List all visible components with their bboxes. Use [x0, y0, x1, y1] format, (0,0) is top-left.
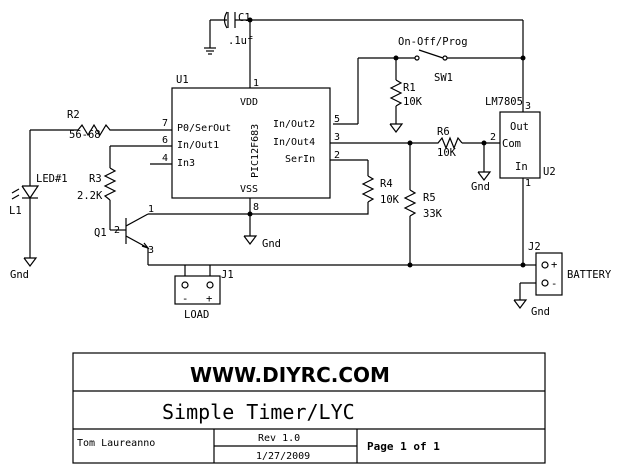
author: Tom Laureanno: [77, 438, 155, 449]
switch-sw1: On-Off/Prog SW1: [358, 36, 526, 84]
revision: Rev 1.0: [258, 433, 300, 444]
gnd-label: Gnd: [10, 269, 29, 281]
r2-value: 56-68: [69, 129, 101, 141]
gnd-label: Gnd: [262, 238, 281, 250]
led-ref: LED#1: [36, 173, 68, 185]
u1-pin-vss: VSS: [240, 184, 258, 195]
j2-label: BATTERY: [567, 269, 612, 281]
u1-pin-io1: In/Out1: [177, 140, 219, 151]
capacitor-c1: C1 .1uf: [204, 11, 253, 55]
j2-plus: +: [551, 259, 557, 271]
r5-ref: R5: [423, 192, 436, 204]
page-number: Page 1 of 1: [367, 440, 440, 453]
u2-part: LM7805: [485, 96, 523, 108]
u1-pin-number: 3: [334, 132, 340, 143]
title-block: WWW.DIYRC.COM Simple Timer/LYC Tom Laure…: [72, 352, 546, 464]
resistor-r3: R3 2.2K: [77, 146, 126, 231]
resistor-r2: R2 56-68: [30, 109, 152, 141]
j1-ref: J1: [221, 269, 234, 281]
r6-value: 10K: [437, 147, 457, 159]
r5-value: 33K: [423, 208, 443, 220]
resistor-r6: R6 10K Gnd: [410, 126, 500, 193]
u1-ref: U1: [176, 74, 189, 86]
u1-pin-in3: In3: [177, 158, 195, 169]
q1-pin-number: 3: [148, 245, 154, 256]
j1-plus: +: [206, 293, 212, 305]
gnd-u1: Gnd: [243, 235, 281, 250]
resistor-r1: R1 10K: [389, 55, 423, 133]
j2-ref: J2: [528, 241, 541, 253]
date: 1/27/2009: [256, 451, 310, 462]
u1-pin-p0: P0/SerOut: [177, 123, 231, 134]
u2-pin-number: 1: [525, 178, 531, 189]
led-1: LED#1 L1 Gnd: [9, 130, 68, 281]
c1-ref: C1: [238, 12, 251, 24]
led-alt: L1: [9, 205, 22, 217]
r6-ref: R6: [437, 126, 450, 138]
u1-pin-io2: In/Out2: [273, 119, 315, 130]
u2-pin-number: 2: [490, 132, 496, 143]
u1-pin-number: 8: [253, 202, 259, 213]
connector-j2-battery: + - J2 BATTERY Gnd: [513, 241, 612, 318]
ic-u1: U1 VDD VSS P0/SerOut In/Out1 In3 In/Out2…: [162, 74, 340, 213]
u2-pin-in: In: [515, 161, 528, 173]
u1-pin-number: 1: [253, 78, 259, 89]
gnd-label: Gnd: [531, 306, 550, 318]
c1-value: .1uf: [228, 35, 253, 47]
u1-part: PIC12F683: [250, 124, 261, 178]
u2-pin-number: 3: [525, 101, 531, 112]
resistor-r5: R5 33K: [403, 140, 443, 268]
u1-pin-number: 7: [162, 118, 168, 129]
j1-minus: -: [182, 293, 188, 305]
r1-value: 10K: [403, 96, 423, 108]
website-title: WWW.DIYRC.COM: [190, 363, 390, 387]
u2-pin-com: Com: [502, 138, 521, 150]
connector-j1-load: - + J1 LOAD: [174, 265, 234, 321]
u2-pin-out: Out: [510, 121, 529, 133]
gnd-label: Gnd: [471, 181, 490, 193]
transistor-q1: Q1 1 2 3: [94, 204, 250, 265]
resistor-r4: R4 10K: [250, 160, 400, 215]
q1-pin-number: 2: [114, 225, 120, 236]
regulator-u2: LM7805 Out Com In U2 3 2 1: [485, 96, 556, 189]
u1-pin-number: 4: [162, 153, 168, 164]
r4-ref: R4: [380, 178, 393, 190]
u1-pin-io4: In/Out4: [273, 137, 315, 148]
r4-value: 10K: [380, 194, 400, 206]
u1-pin-vdd: VDD: [240, 97, 258, 108]
j1-label: LOAD: [184, 309, 209, 321]
u2-ref: U2: [543, 166, 556, 178]
u1-pin-number: 2: [334, 150, 340, 161]
u1-pin-serin: SerIn: [285, 154, 315, 165]
q1-ref: Q1: [94, 227, 107, 239]
u1-pin-number: 6: [162, 135, 168, 146]
r3-ref: R3: [89, 173, 102, 185]
r2-ref: R2: [67, 109, 80, 121]
u1-pin-number: 5: [334, 114, 340, 125]
sw1-ref: SW1: [434, 72, 453, 84]
drawing-title: Simple Timer/LYC: [162, 400, 355, 424]
r3-value: 2.2K: [77, 190, 103, 202]
j2-minus: -: [551, 278, 557, 290]
r1-ref: R1: [403, 82, 416, 94]
q1-pin-number: 1: [148, 204, 154, 215]
sw1-label: On-Off/Prog: [398, 36, 468, 48]
